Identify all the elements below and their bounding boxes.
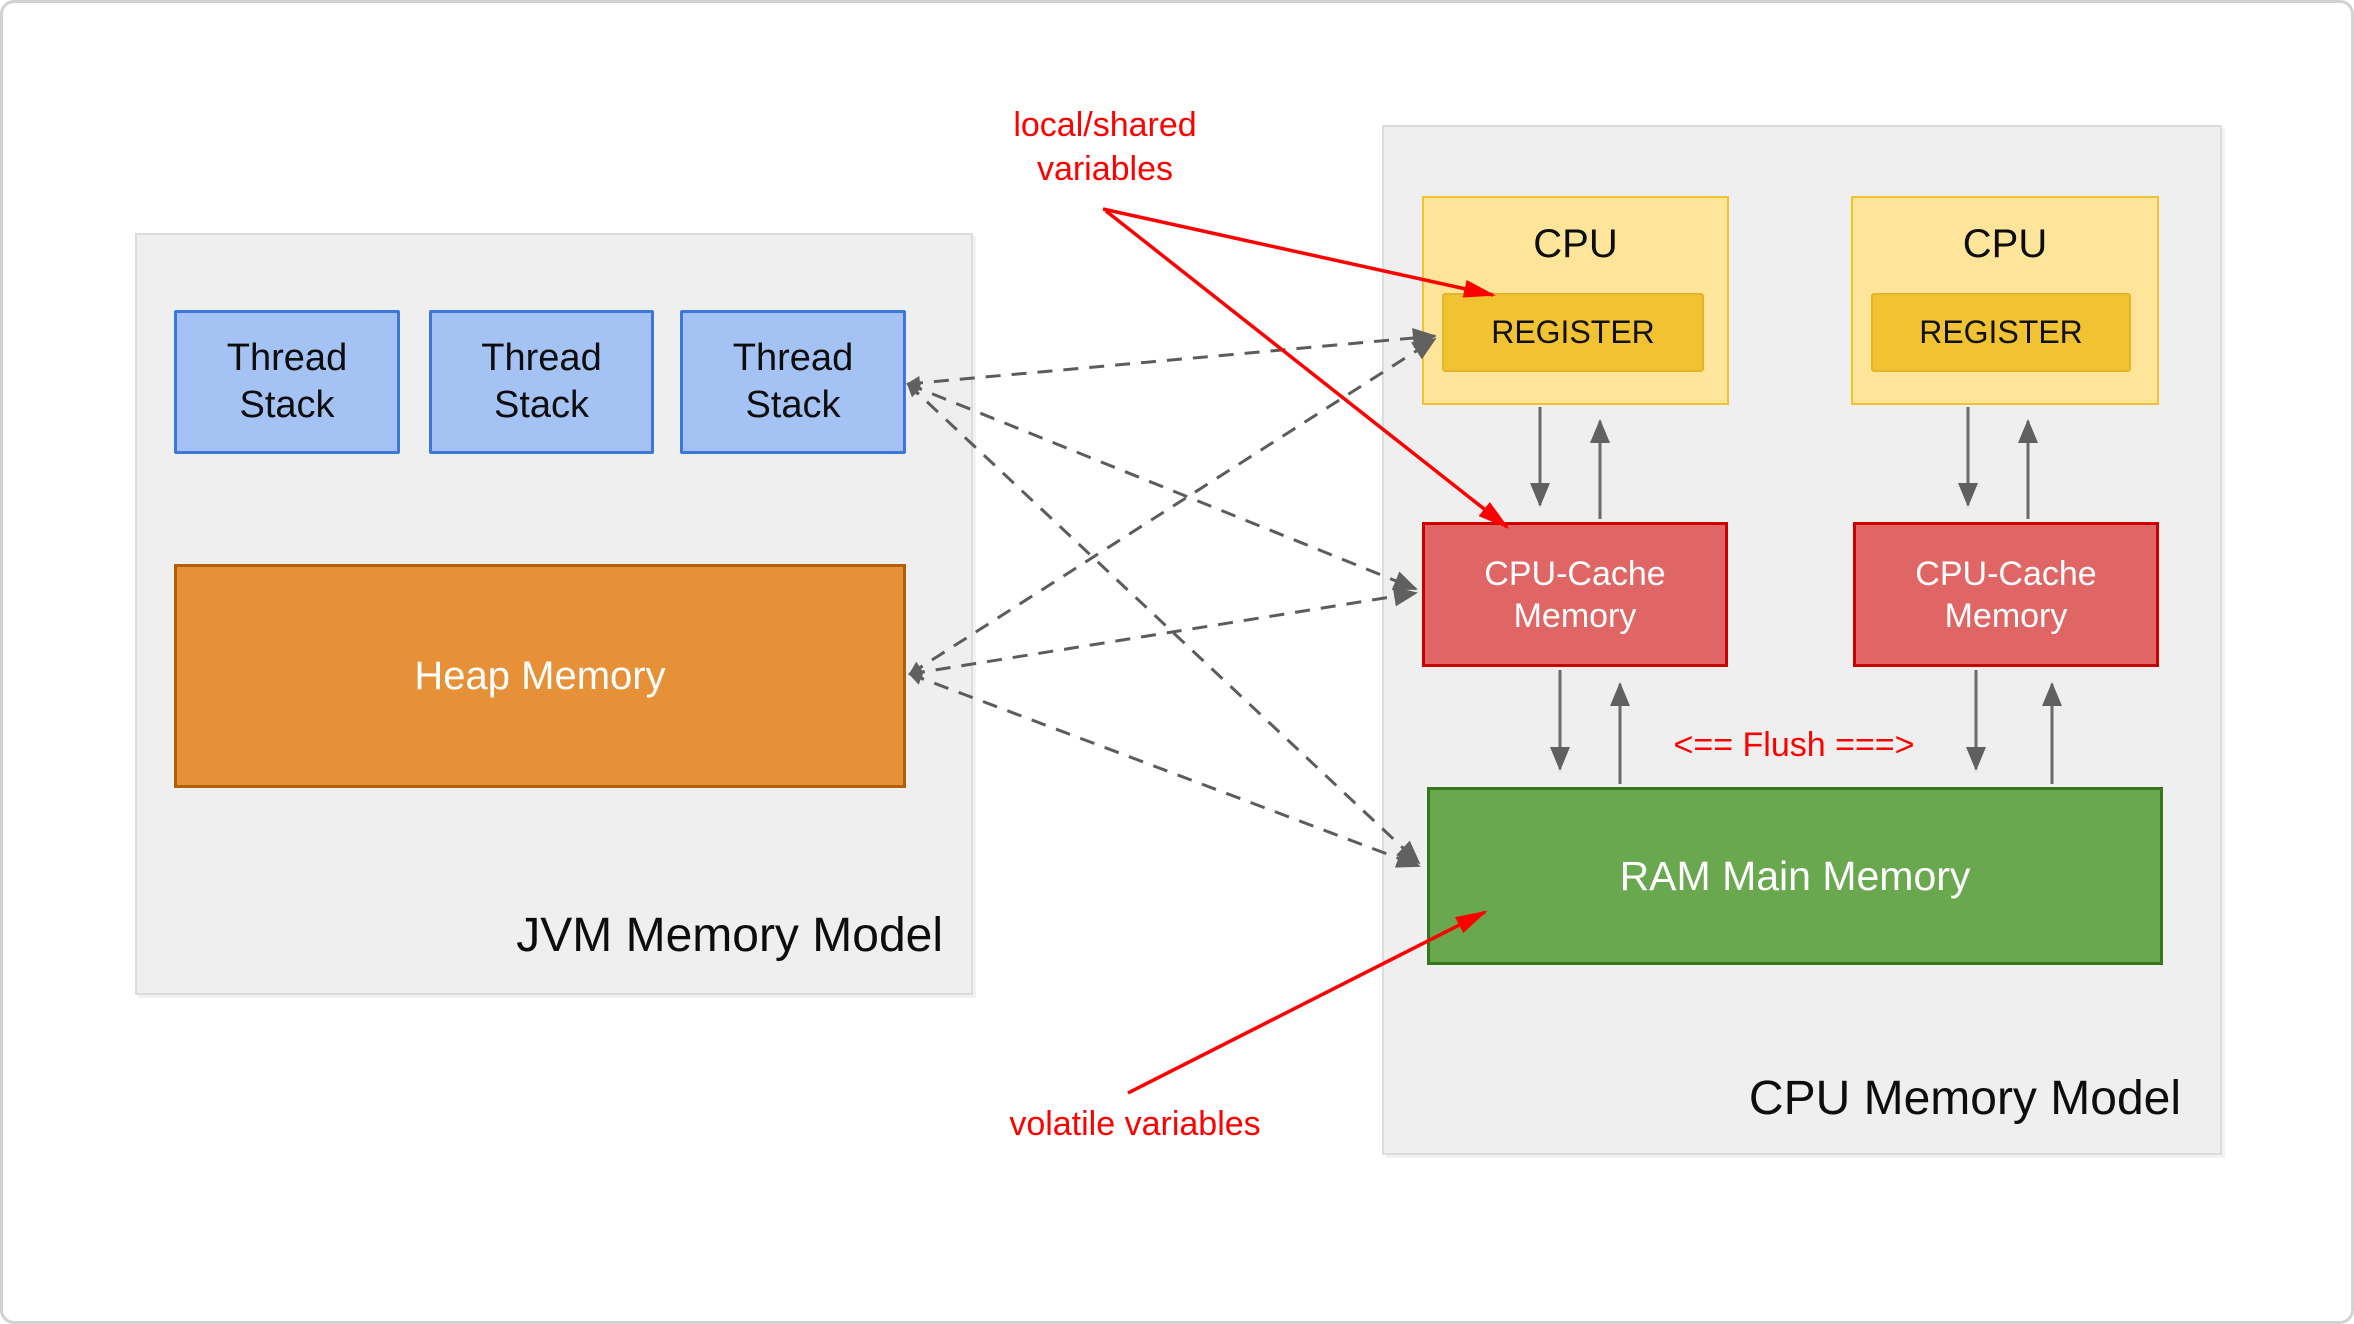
register-label: REGISTER xyxy=(1919,314,2083,350)
dashed-arrow-thread-ram xyxy=(906,382,1421,865)
register-box-1: REGISTER xyxy=(1442,293,1704,372)
cpu-label: CPU xyxy=(1962,222,2048,266)
ram-main-memory-label: RAM Main Memory xyxy=(1619,852,1971,899)
cpu-box-2: CPU REGISTER xyxy=(1851,196,2159,405)
dashed-arrow-heap-register xyxy=(908,337,1437,676)
heap-memory-box: Heap Memory xyxy=(174,564,906,788)
cpu-label: CPU xyxy=(1533,222,1618,266)
flush-note: <== Flush ===> xyxy=(1673,726,1915,764)
volatile-variables-note: volatile variables xyxy=(1009,1105,1261,1143)
dashed-arrow-heap-ram xyxy=(908,671,1421,868)
ram-main-memory-box: RAM Main Memory xyxy=(1427,787,2163,965)
dashed-arrow-thread-register xyxy=(906,328,1437,390)
jvm-panel-title: JVM Memory Model xyxy=(516,909,943,962)
cpu-panel-title: CPU Memory Model xyxy=(1748,1072,2181,1125)
dashed-arrow-heap-cache xyxy=(908,586,1418,680)
register-label: REGISTER xyxy=(1491,314,1655,350)
register-box-2: REGISTER xyxy=(1871,293,2131,372)
cpu-box-1: CPU REGISTER xyxy=(1422,196,1729,405)
dashed-links xyxy=(906,328,1437,868)
heap-memory-label: Heap Memory xyxy=(414,653,666,698)
dashed-arrow-thread-cache xyxy=(906,381,1418,591)
